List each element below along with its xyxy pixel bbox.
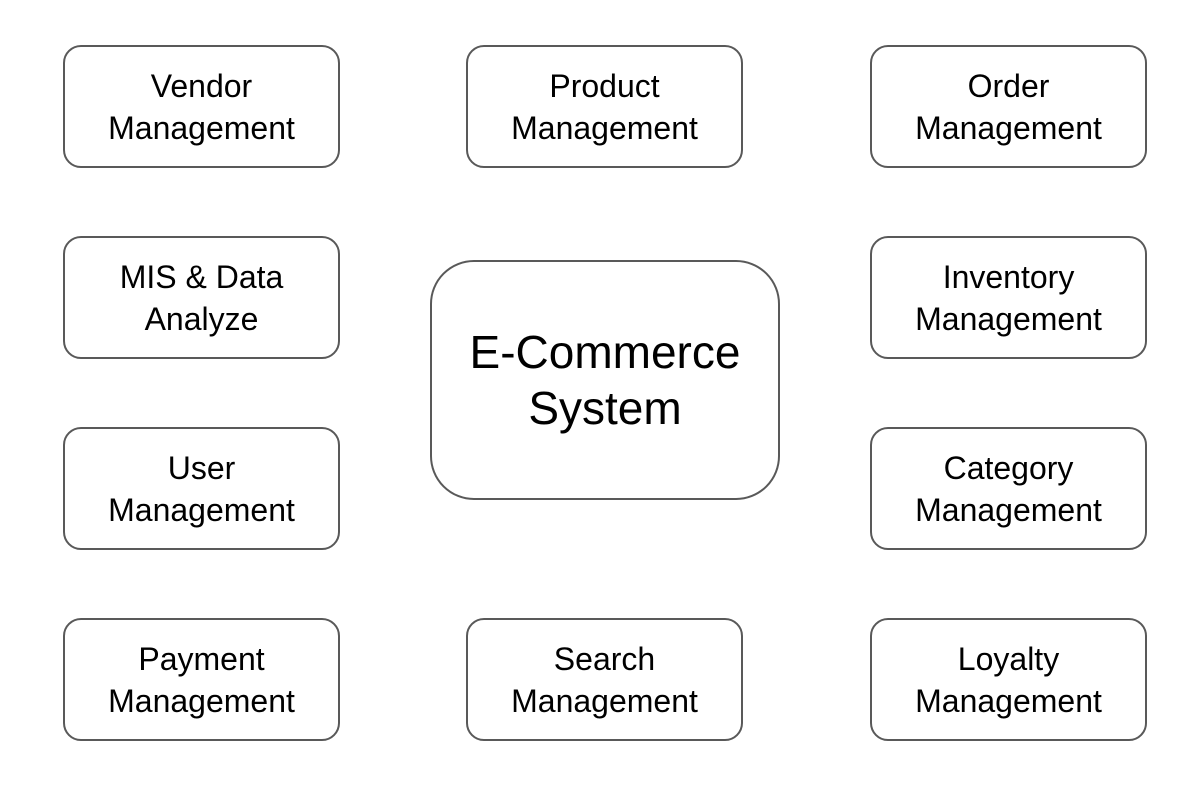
product-management-box: Product Management bbox=[466, 45, 743, 168]
box-label-line-2: Management bbox=[915, 491, 1102, 528]
box-label-line-1: Order bbox=[967, 67, 1050, 104]
e-commerce-system-box: E-Commerce System bbox=[430, 260, 780, 500]
box-label-line-2: Management bbox=[511, 682, 698, 719]
box-label-line-2: Management bbox=[915, 682, 1102, 719]
mis-data-analyze-box: MIS & Data Analyze bbox=[63, 236, 340, 359]
box-label-line-2: Management bbox=[108, 109, 295, 146]
box-label-line-2: Management bbox=[108, 682, 295, 719]
box-label-line-2: Management bbox=[915, 109, 1102, 146]
order-management-box: Order Management bbox=[870, 45, 1147, 168]
payment-management-box: Payment Management bbox=[63, 618, 340, 741]
center-label-line-1: E-Commerce bbox=[469, 326, 741, 378]
loyalty-management-box: Loyalty Management bbox=[870, 618, 1147, 741]
vendor-management-box: Vendor Management bbox=[63, 45, 340, 168]
box-label-line-1: User bbox=[167, 449, 236, 486]
search-management-box: Search Management bbox=[466, 618, 743, 741]
inventory-management-box: Inventory Management bbox=[870, 236, 1147, 359]
center-label-line-2: System bbox=[528, 382, 682, 434]
box-label-line-1: Inventory bbox=[942, 258, 1075, 295]
box-label-line-2: Management bbox=[915, 300, 1102, 337]
box-label-line-2: Analyze bbox=[144, 300, 259, 337]
box-label-line-2: Management bbox=[108, 491, 295, 528]
box-label-line-1: MIS & Data bbox=[119, 258, 284, 295]
user-management-box: User Management bbox=[63, 427, 340, 550]
box-label-line-1: Product bbox=[549, 67, 660, 104]
category-management-box: Category Management bbox=[870, 427, 1147, 550]
box-label-line-1: Payment bbox=[138, 640, 265, 677]
box-label-line-2: Management bbox=[511, 109, 698, 146]
box-label-line-1: Search bbox=[553, 640, 656, 677]
box-label-line-1: Category bbox=[943, 449, 1074, 486]
box-label-line-1: Loyalty bbox=[957, 640, 1060, 677]
box-label-line-1: Vendor bbox=[150, 67, 253, 104]
